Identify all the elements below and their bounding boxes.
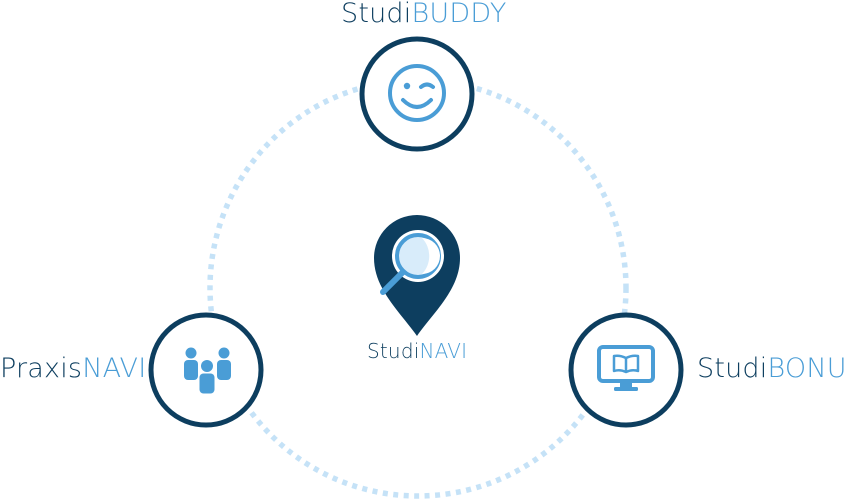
studibonus-label-prefix: Studi (697, 353, 768, 384)
studibuddy-node[interactable] (359, 36, 475, 152)
studinavi-pin[interactable] (374, 215, 460, 336)
studibuddy-label-suffix: BUDDY (411, 0, 507, 29)
studibuddy-label[interactable]: StudiBUDDY (341, 0, 507, 27)
praxisnavi-label-prefix: Praxis (0, 353, 83, 384)
studinavi-label-suffix: NAVI (419, 339, 468, 363)
studibuddy-label-prefix: Studi (341, 0, 412, 29)
studinavi-label[interactable]: StudiNAVI (367, 341, 467, 361)
praxisnavi-node[interactable] (148, 312, 264, 428)
people-group-icon (184, 347, 231, 394)
monitor-book-icon (597, 345, 655, 391)
praxisnavi-label-suffix: NAVI (82, 353, 147, 384)
studibuddy-ring (359, 36, 475, 152)
pin-lens-shine (422, 238, 440, 274)
winking-smiley-icon (388, 64, 446, 122)
magnifier-handle (380, 269, 406, 295)
praxisnavi-label[interactable]: PraxisNAVI (0, 355, 146, 382)
studibonus-node[interactable] (568, 312, 684, 428)
studinavi-label-prefix: Studi (367, 339, 420, 363)
